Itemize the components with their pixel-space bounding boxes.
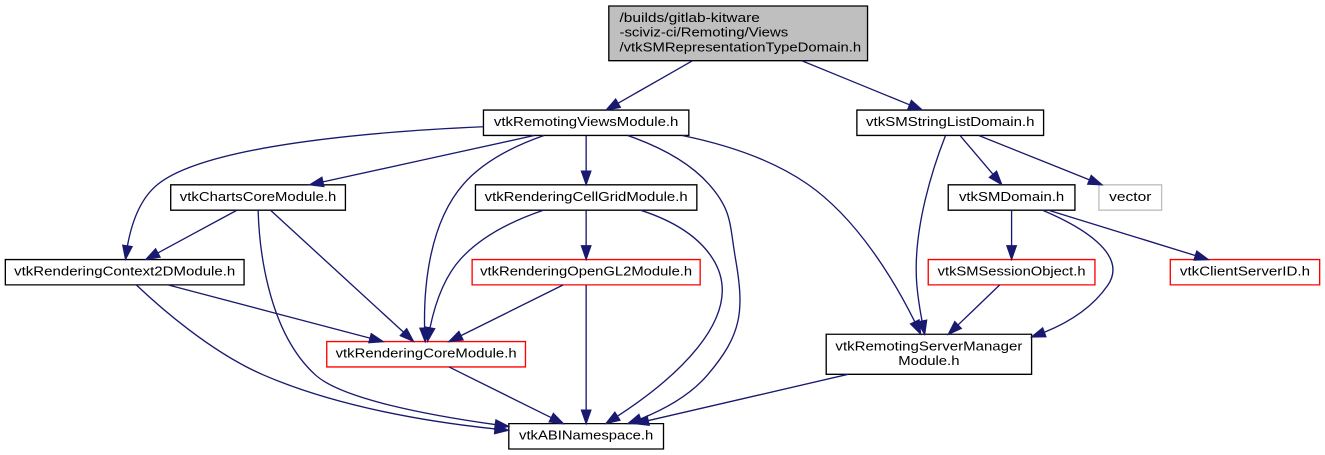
svg-text:vtkRenderingOpenGL2Module.h: vtkRenderingOpenGL2Module.h [480, 264, 692, 279]
svg-text:vtkRenderingCoreModule.h: vtkRenderingCoreModule.h [336, 346, 517, 361]
svg-text:Module.h: Module.h [898, 353, 959, 368]
svg-text:vtkSMStringListDomain.h: vtkSMStringListDomain.h [866, 114, 1034, 129]
svg-text:vector: vector [1109, 189, 1152, 204]
svg-text:vtkRemotingViewsModule.h: vtkRemotingViewsModule.h [494, 114, 678, 129]
svg-text:vtkRenderingCellGridModule.h: vtkRenderingCellGridModule.h [485, 189, 688, 204]
svg-text:vtkSMSessionObject.h: vtkSMSessionObject.h [938, 264, 1086, 279]
svg-text:vtkABINamespace.h: vtkABINamespace.h [519, 428, 653, 443]
svg-text:vtkRenderingContext2DModule.h: vtkRenderingContext2DModule.h [14, 264, 235, 279]
svg-text:vtkRemotingServerManager: vtkRemotingServerManager [835, 338, 1023, 353]
svg-text:-sciviz-ci/Remoting/Views: -sciviz-ci/Remoting/Views [619, 25, 788, 40]
svg-text:vtkChartsCoreModule.h: vtkChartsCoreModule.h [180, 189, 337, 204]
svg-text:/vtkSMRepresentationTypeDomain: /vtkSMRepresentationTypeDomain.h [619, 39, 861, 54]
svg-text:/builds/gitlab-kitware: /builds/gitlab-kitware [619, 10, 759, 25]
svg-text:vtkClientServerID.h: vtkClientServerID.h [1180, 264, 1310, 279]
svg-text:vtkSMDomain.h: vtkSMDomain.h [959, 189, 1064, 204]
